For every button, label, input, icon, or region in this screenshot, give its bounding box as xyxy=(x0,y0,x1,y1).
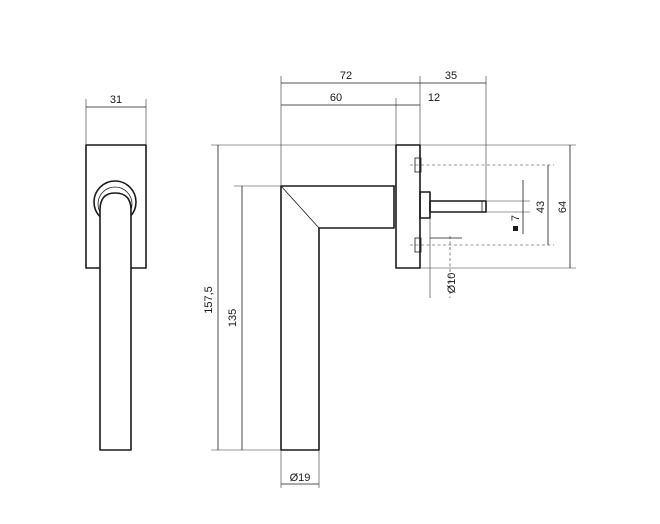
dim-rose-height: 64 xyxy=(557,201,569,213)
spindle xyxy=(429,200,487,213)
dim-total-height: 157,5 xyxy=(203,286,215,314)
side-lever xyxy=(280,185,395,451)
side-lever-bevel xyxy=(280,185,320,229)
dim-total-length: 72 xyxy=(340,70,352,82)
side-view xyxy=(280,144,487,451)
dim-spindle-collar-diameter: Ø10 xyxy=(446,273,458,294)
square-symbol xyxy=(513,226,518,231)
dim-spindle-square: 7 xyxy=(510,215,522,221)
side-rose-plate xyxy=(395,144,421,269)
dim-spindle-projection: 35 xyxy=(445,70,457,82)
side-dimensions: 72 35 60 12 157,5 135 Ø19 64 43 xyxy=(203,70,576,488)
dim-handle-arm-length: 60 xyxy=(330,92,342,104)
front-lever xyxy=(99,192,132,451)
dim-rose-thickness: 12 xyxy=(428,92,440,104)
front-view: 31 xyxy=(85,94,147,451)
dim-screw-spacing: 43 xyxy=(535,201,547,213)
spindle-collar xyxy=(419,191,431,219)
dim-front-width: 31 xyxy=(110,94,122,106)
dim-lever-diameter: Ø19 xyxy=(290,472,311,484)
dim-lever-length: 135 xyxy=(227,309,239,327)
